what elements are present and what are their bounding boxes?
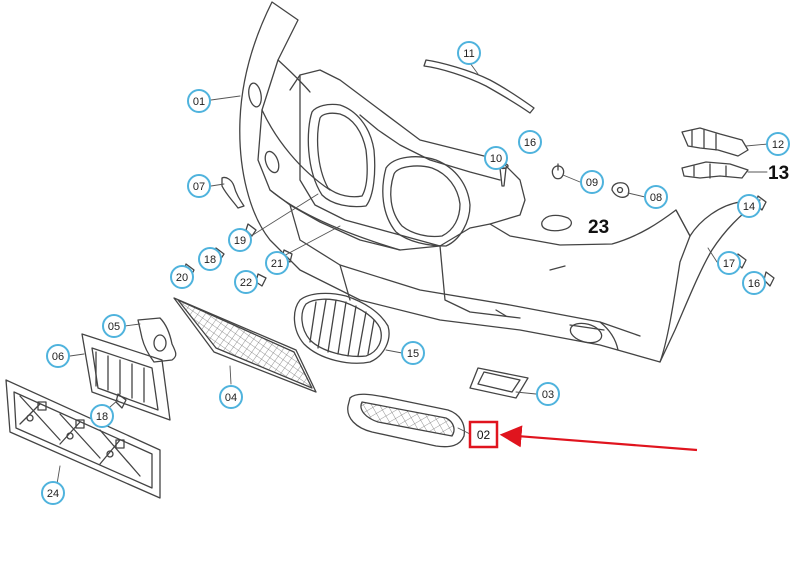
kidney-grille-15-drawing <box>294 293 389 363</box>
highlight-02: 02 <box>468 420 698 452</box>
callout-22-c22: 22 <box>234 270 258 294</box>
clip-18b-drawing <box>116 394 126 408</box>
callout-label: 04 <box>225 392 237 404</box>
callout-circle <box>170 265 194 289</box>
callout-20-c20: 20 <box>170 265 194 289</box>
callout-circle <box>187 174 211 198</box>
callout-circle <box>90 404 114 428</box>
callout-label: 10 <box>490 153 502 165</box>
clip-16b-drawing <box>764 272 774 286</box>
callout-18-c18b: 18 <box>90 404 114 428</box>
callout-09-c09: 09 <box>580 170 604 194</box>
callout-circle <box>766 132 790 156</box>
callout-label: 15 <box>407 348 419 360</box>
upper-strip-drawing <box>424 60 534 113</box>
callout-03-c03: 03 <box>536 382 560 406</box>
callout-05-c05: 05 <box>102 314 126 338</box>
label-23: 23 <box>588 217 609 238</box>
callout-label: 12 <box>772 139 784 151</box>
highlight-box <box>468 420 499 449</box>
callout-01-c01: 01 <box>187 89 211 113</box>
callout-14-c14: 14 <box>737 194 761 218</box>
nut-09-drawing <box>552 164 563 179</box>
callout-label: 22 <box>240 277 252 289</box>
callout-circle <box>457 41 481 65</box>
bracket-05-drawing <box>138 318 176 362</box>
callout-07-c07: 07 <box>187 174 211 198</box>
cover-03-drawing <box>470 368 528 398</box>
callout-circle <box>219 385 243 409</box>
callout-06-c06: 06 <box>46 344 70 368</box>
callout-18-c18a: 18 <box>198 247 222 271</box>
license-plate-bracket-drawing <box>82 334 170 420</box>
callout-17-c17: 17 <box>717 251 741 275</box>
callout-circle <box>41 481 65 505</box>
callout-circle <box>187 89 211 113</box>
callout-label: 18 <box>204 254 216 266</box>
callout-label: 05 <box>108 321 120 333</box>
callout-circle <box>580 170 604 194</box>
bracket-12-drawing <box>682 128 748 156</box>
callout-24-c24: 24 <box>41 481 65 505</box>
callout-15-c15: 15 <box>401 341 425 365</box>
callout-circle <box>102 314 126 338</box>
callout-circle <box>265 251 289 275</box>
callout-circle <box>401 341 425 365</box>
callout-circle <box>737 194 761 218</box>
callout-04-c04: 04 <box>219 385 243 409</box>
lower-carrier-24-drawing <box>6 380 160 498</box>
callout-label: 18 <box>96 411 108 423</box>
callout-16-c16b: 16 <box>742 271 766 295</box>
callout-label: 03 <box>542 389 554 401</box>
callout-circle <box>742 271 766 295</box>
callout-21-c21: 21 <box>265 251 289 275</box>
leader-lines <box>57 63 768 484</box>
callout-label: 11 <box>463 48 474 60</box>
callout-label: 21 <box>271 258 283 270</box>
callout-label: 07 <box>193 181 205 193</box>
callout-16-c16a: 16 <box>518 130 542 154</box>
callout-label: 20 <box>176 272 188 284</box>
callout-circle <box>228 228 252 252</box>
callout-label: 16 <box>524 137 536 149</box>
callout-label: 24 <box>47 488 59 500</box>
callout-label: 17 <box>723 258 735 270</box>
part-07-drawing <box>222 177 244 208</box>
bumper-cover-drawing <box>240 2 760 362</box>
callout-12-c12: 12 <box>766 132 790 156</box>
callout-label: 19 <box>234 235 246 247</box>
callout-circle <box>536 382 560 406</box>
kidney-grille-upper-drawing <box>308 104 500 246</box>
highlight-label: 02 <box>477 428 491 442</box>
callout-08-c08: 08 <box>644 185 668 209</box>
fog-grille-02-drawing <box>348 394 465 446</box>
cap-23-drawing <box>542 215 572 230</box>
callout-label: 16 <box>748 278 760 290</box>
center-mesh-grille-drawing <box>174 298 316 392</box>
callout-19-c19: 19 <box>228 228 252 252</box>
bracket-13-drawing <box>682 162 748 178</box>
callout-10-c10: 10 <box>484 146 508 170</box>
clip-08-drawing <box>612 183 629 198</box>
callout-label: 08 <box>650 192 662 204</box>
callout-circle <box>717 251 741 275</box>
callout-11-c11: 11 <box>457 41 481 65</box>
label-13: 13 <box>768 163 789 184</box>
callout-label: 06 <box>52 351 64 363</box>
callout-circle <box>644 185 668 209</box>
callout-circle <box>518 130 542 154</box>
callout-group: 01 11 16 10 12 09 08 07 19 18 20 22 21 14 17 16 05 06 15 04… <box>41 41 790 505</box>
callout-label: 14 <box>743 201 755 213</box>
callout-circle <box>484 146 508 170</box>
callout-label: 09 <box>586 177 598 189</box>
callout-circle <box>234 270 258 294</box>
callout-label: 01 <box>193 96 205 108</box>
callout-circle <box>198 247 222 271</box>
red-arrow <box>499 425 698 452</box>
callout-circle <box>46 344 70 368</box>
